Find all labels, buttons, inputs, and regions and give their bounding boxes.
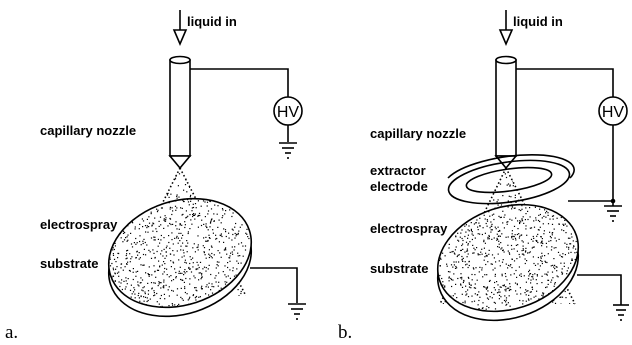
hv-wiring (516, 68, 614, 201)
liquid-in-label: liquid in (187, 14, 237, 29)
liquid-inlet-arrow (498, 10, 514, 47)
electrospray-label: electrospray (370, 221, 448, 236)
extractor-electrode-ring (447, 154, 575, 205)
substrate-disk (100, 195, 262, 318)
extractor-label-line2: electrode (370, 179, 428, 194)
panel-b-label: b. (338, 322, 352, 343)
substrate-label: substrate (370, 261, 429, 276)
substrate-ground-wire (250, 267, 298, 303)
hv-label: HV (277, 104, 300, 121)
liquid-inlet-arrow (172, 10, 188, 47)
capillary-nozzle (494, 55, 518, 170)
panel-a: liquid in capillary nozzle HV (5, 10, 306, 343)
hv-supply: HV (598, 96, 628, 126)
substrate-label: substrate (40, 256, 99, 271)
capillary-nozzle (168, 55, 192, 170)
panel-b: liquid in capillary nozzle HV ext (338, 10, 629, 343)
hv-wiring (190, 68, 289, 142)
electrospray-label: electrospray (40, 217, 118, 232)
substrate-ground-icon (613, 304, 629, 321)
extractor-label-line1: extractor (370, 163, 426, 178)
panel-a-label: a. (5, 322, 18, 343)
substrate-disk (430, 200, 587, 322)
hv-label: HV (602, 104, 625, 121)
ground-icon (279, 142, 297, 159)
hv-supply: HV (273, 96, 303, 126)
capillary-nozzle-label: capillary nozzle (370, 126, 466, 141)
ground-icon (604, 201, 622, 222)
capillary-nozzle-label: capillary nozzle (40, 123, 136, 138)
substrate-ground-wire (577, 274, 622, 305)
liquid-in-label: liquid in (513, 14, 563, 29)
substrate-ground-icon (288, 303, 306, 320)
